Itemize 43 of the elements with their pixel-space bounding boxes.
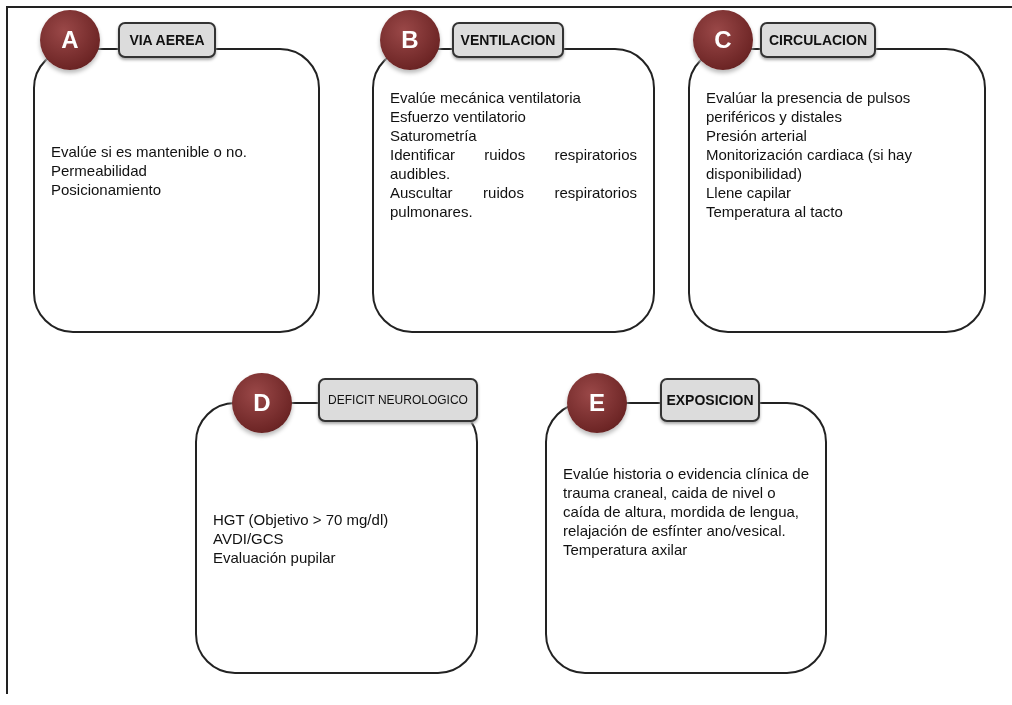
item-text: Saturometría (390, 126, 478, 145)
item-text: Llene capilar (706, 183, 793, 202)
letter: E (589, 389, 605, 417)
item-text: Temperatura axilar (563, 540, 689, 559)
title-tab (118, 22, 216, 58)
title-tab (318, 378, 478, 422)
item-text: Presión arterial (706, 126, 808, 145)
item-text: Posicionamiento (51, 180, 163, 199)
letter: D (253, 389, 271, 417)
letter-circle (380, 10, 440, 70)
item-text: HGT (Objetivo > 70 mg/dl) (213, 509, 390, 529)
item-text: Evalúe mecánica ventilatoria (390, 88, 582, 107)
item-text: Monitorización cardiaca (si hay disponibilidad) (706, 145, 913, 183)
content-card (688, 48, 986, 333)
letter-circle (567, 373, 627, 433)
content-card (33, 48, 320, 333)
item-text: AVDI/GCS (213, 528, 285, 548)
item-text: Identificar ruidos respiratorios audibles. (390, 145, 637, 183)
letter-circle (40, 10, 100, 70)
item-text: Temperatura al tacto (706, 202, 844, 221)
item-text: Auscultar ruidos respiratorios pulmonares. (390, 183, 637, 221)
title-tab (760, 22, 876, 58)
title-tab (452, 22, 564, 58)
content-card (372, 48, 655, 333)
connector-line (626, 402, 661, 404)
letter-circle (693, 10, 753, 70)
section-title: EXPOSICION (666, 392, 754, 408)
letter: A (61, 26, 79, 54)
connector-line (291, 402, 319, 404)
item-text: Evalúe si es mantenible o no. (51, 142, 248, 161)
title-tab (660, 378, 760, 422)
section-title: VENTILACION (460, 32, 556, 48)
section-title: CIRCULACION (769, 32, 867, 48)
letter: C (714, 26, 732, 54)
section-title: DEFICIT NEUROLOGICO (328, 393, 468, 407)
item-text: Evalúar la presencia de pulsos periféricos y distales (706, 88, 912, 126)
letter: B (401, 26, 419, 54)
item-text: Permeabilidad (51, 161, 148, 180)
section-title: VIA AEREA (129, 32, 205, 48)
letter-circle (232, 373, 292, 433)
item-text: Evalúe historia o evidencia clínica de trauma craneal, caida de nivel o caída de altura, mordida de lengua, relajación de esfínter ano/vesical. (563, 464, 809, 540)
item-text: Esfuerzo ventilatorio (390, 107, 527, 126)
item-text: Evaluación pupilar (213, 547, 337, 567)
